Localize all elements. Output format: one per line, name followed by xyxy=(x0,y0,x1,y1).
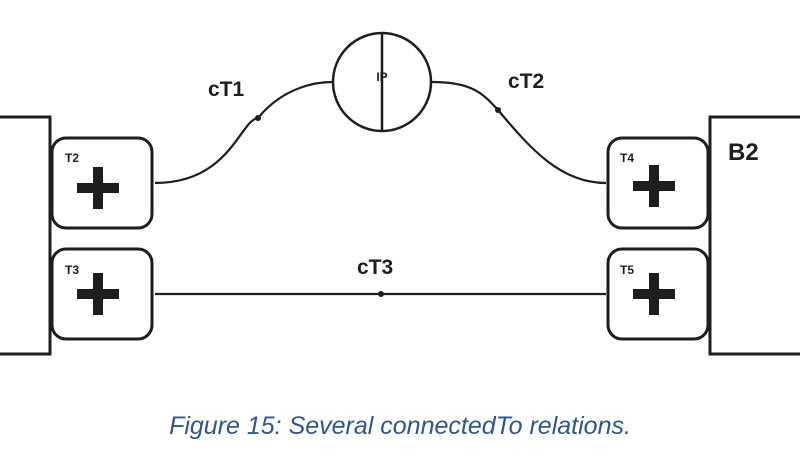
ip-node-label: IP xyxy=(376,70,387,84)
plus-icon xyxy=(77,273,119,315)
figure-caption: Figure 15: Several connectedTo relations… xyxy=(169,412,631,440)
connector-ct2-midpoint xyxy=(495,107,501,113)
right-block-b2 xyxy=(708,115,800,356)
connector-ct2 xyxy=(431,80,607,185)
connector-ct2-label: cT2 xyxy=(508,70,544,93)
connector-ct1-label: cT1 xyxy=(208,78,245,101)
ip-node: IP xyxy=(331,31,433,133)
plus-icon xyxy=(633,273,675,315)
terminal-t4: T4 xyxy=(606,136,710,230)
connector-ct3-label: cT3 xyxy=(357,256,393,279)
terminal-t3: T3 xyxy=(50,247,154,341)
connector-ct3-midpoint xyxy=(378,291,384,297)
plus-icon xyxy=(633,165,675,207)
terminal-t2-label: T2 xyxy=(65,151,79,165)
plus-icon xyxy=(77,167,119,209)
terminal-t2: T2 xyxy=(50,136,154,230)
block-b2-label: B2 xyxy=(728,139,759,166)
left-block xyxy=(0,115,52,356)
terminal-t5: T5 xyxy=(606,247,710,341)
terminal-t5-label: T5 xyxy=(620,263,634,277)
connector-ct1-midpoint xyxy=(255,115,261,121)
terminal-t3-label: T3 xyxy=(65,263,79,277)
terminal-t4-label: T4 xyxy=(620,151,634,165)
